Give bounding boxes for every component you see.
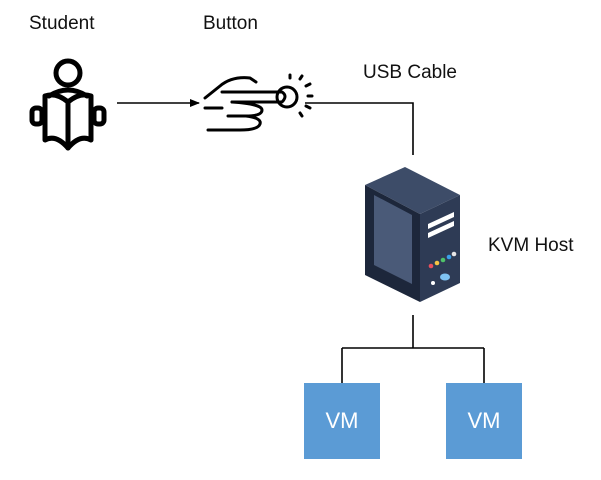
student-reading-icon	[29, 58, 107, 151]
vm-label: VM	[325, 408, 359, 433]
host-to-vm-connectors	[341, 315, 485, 383]
usb-cable-label: USB Cable	[363, 62, 457, 83]
vm-box: VM	[446, 383, 522, 459]
vm-box: VM	[304, 383, 380, 459]
kvm-host-label: KVM Host	[488, 235, 574, 256]
server-icon	[365, 167, 460, 302]
finger-pressing-button-icon	[203, 73, 314, 132]
usb-cable-line	[305, 102, 414, 155]
button-label: Button	[203, 13, 258, 34]
vm-label: VM	[467, 408, 501, 433]
student-label: Student	[29, 13, 95, 34]
